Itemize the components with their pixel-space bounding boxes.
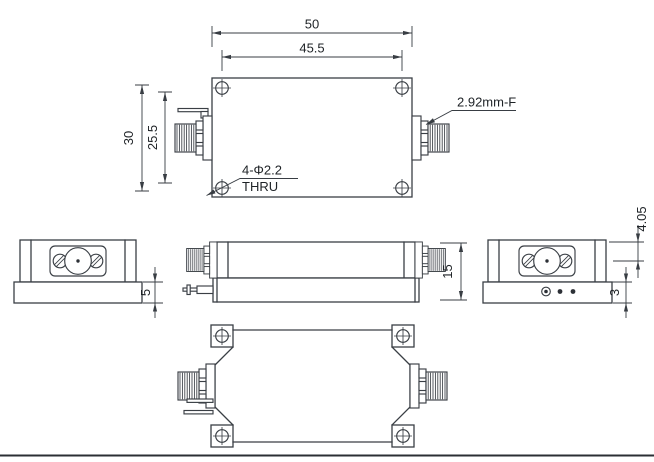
left-end-view [13,239,143,304]
dc-pin [186,398,214,403]
coax-connector-left [186,241,218,279]
rf-connector-callout-text: 2.92mm-F [457,95,516,110]
dim-hole-spacing: 45.5 [221,41,403,71]
coax-connector-left [174,115,213,161]
dim-base-plate-height: 5 [138,267,163,318]
pin-dot [557,289,563,294]
dc-pin [183,409,214,415]
mounting-hole-callout: 4-Φ2.2 THRU [206,163,298,196]
bottom-view [177,324,448,448]
coax-connector-right [409,363,448,409]
dim-connector-center-offset: 4.05 [609,206,649,278]
dim-overall-depth-text: 30 [121,131,136,145]
dim-body-depth: 25.5 [145,91,172,184]
dim-connector-center-offset-text: 4.05 [634,206,649,231]
top-view [174,77,450,198]
side-view [182,241,446,303]
dim-pin-row-offset: 3 [607,267,632,318]
dc-pin [177,107,209,113]
coax-connector-face [519,246,575,276]
dim-overall-depth: 30 [121,84,149,192]
dim-base-plate-height-text: 5 [138,289,153,296]
dim-overall-width: 50 [211,17,413,47]
dim-overall-width-text: 50 [305,17,319,32]
dim-hole-spacing-text: 45.5 [299,41,324,56]
right-end-view [482,239,613,304]
rf-connector-callout: 2.92mm-F [425,95,516,125]
mounting-hole-callout-line1: 4-Φ2.2 [242,163,282,178]
dim-overall-height-text: 15 [440,264,455,278]
dim-overall-height: 15 [440,242,467,301]
dim-pin-row-offset-text: 3 [607,289,622,296]
mounting-hole-callout-line2: THRU [242,179,278,194]
coax-connector-face [50,246,106,276]
pin-dot [570,289,576,294]
dim-body-depth-text: 25.5 [145,125,160,150]
